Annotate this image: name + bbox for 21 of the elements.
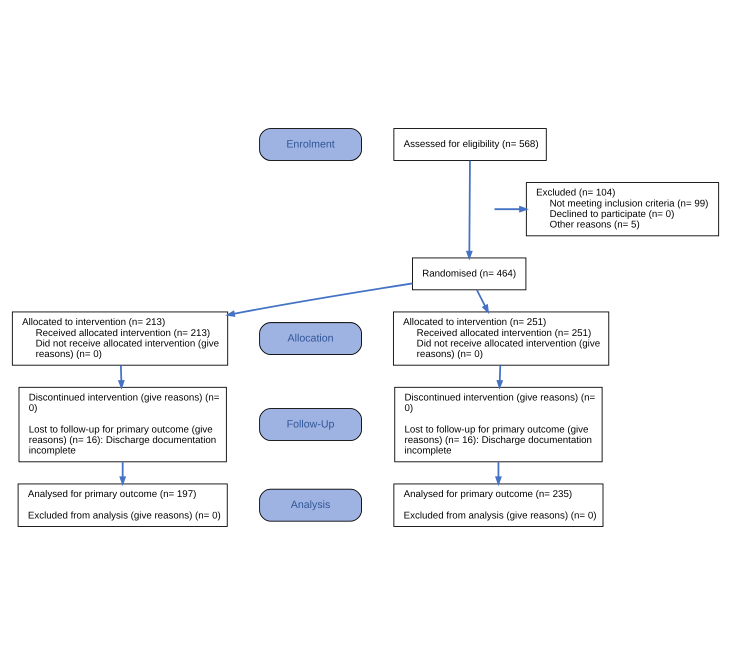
node-box: Allocated to intervention (n= 251) Received allocated intervention (n= 251) Did not receive allocated intervention (give reasons) (n= 0) xyxy=(392,312,610,366)
node-box: Discontinued intervention (give reasons) (n= 0) Lost to follow-up for primary outcome (give reasons) (n= 16): Discharge documentation incomplete xyxy=(18,386,227,462)
node-box: Follow-Up xyxy=(259,408,362,441)
arrow xyxy=(494,206,529,213)
node-box: Assessed for eligibility (n= 568) xyxy=(393,128,547,161)
node-box: Excluded (n= 104) Not meeting inclusion criteria (n= 99) Declined to participate (n= 0) Other reasons (n= 5) xyxy=(526,182,720,236)
arrow xyxy=(466,160,473,261)
node-box: Analysed for primary outcome (n= 235) Excluded from analysis (give reasons) (n= 0) xyxy=(393,483,604,527)
arrow xyxy=(118,365,125,390)
arrow xyxy=(225,282,413,317)
node-box: Discontinued intervention (give reasons) (n= 0) Lost to follow-up for primary outcome (give reasons) (n= 16): Discharge documentation incomplete xyxy=(394,386,603,462)
arrow xyxy=(476,290,490,314)
node-box: Analysed for primary outcome (n= 197) Excluded from analysis (give reasons) (n= 0) xyxy=(18,483,228,527)
arrow xyxy=(119,462,126,486)
node-box: Analysis xyxy=(259,488,362,522)
arrow xyxy=(495,462,502,486)
node-box: Allocated to intervention (n= 213) Received allocated intervention (n= 213) Did not receive allocated intervention (give reasons) (n= 0) xyxy=(12,312,228,366)
node-box: Allocation xyxy=(259,322,362,355)
arrow xyxy=(496,365,504,390)
node-box: Enrolment xyxy=(259,128,362,161)
node-box: Randomised (n= 464) xyxy=(412,257,526,290)
